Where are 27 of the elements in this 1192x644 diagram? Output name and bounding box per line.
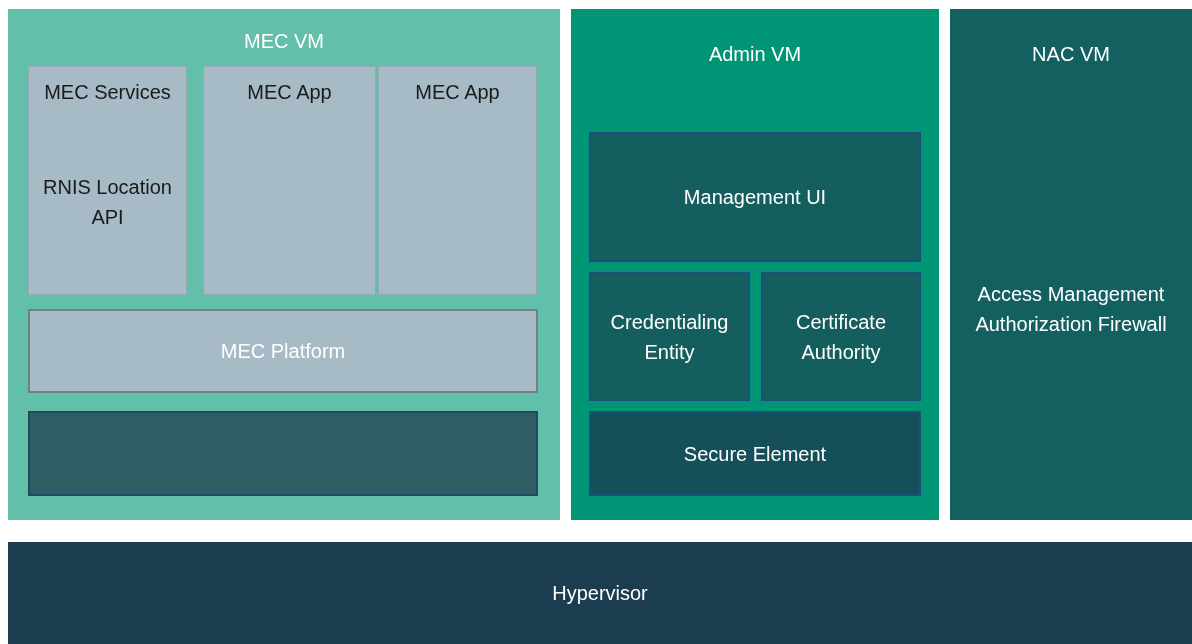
box-label: Credentialing Entity xyxy=(609,309,730,365)
platform-bar xyxy=(28,309,538,393)
component-box xyxy=(378,66,537,295)
box-label: RNIS Location API xyxy=(42,175,173,230)
box-heading: NAC VM xyxy=(1031,42,1111,67)
component-box xyxy=(589,272,750,401)
component-box xyxy=(761,272,921,401)
vm-panel xyxy=(571,9,939,520)
container-layer-bar xyxy=(28,411,538,496)
box-label: MEC App xyxy=(246,80,333,105)
box-label: Hypervisor xyxy=(551,581,649,606)
vm-panel xyxy=(8,9,560,520)
box-heading: Admin VM xyxy=(707,42,803,67)
box-label: Access Management Authorization Firewall xyxy=(974,282,1168,337)
box-label: MEC App xyxy=(414,80,501,105)
component-box xyxy=(589,132,921,262)
hypervisor-bar xyxy=(8,542,1192,644)
box-label: Certificate Authority xyxy=(795,309,887,365)
box-label: MEC Platform xyxy=(219,339,347,364)
box-heading: MEC VM xyxy=(243,29,325,54)
component-box xyxy=(589,411,921,496)
box-label: Secure Element xyxy=(682,441,828,467)
component-box xyxy=(28,66,187,295)
component-box xyxy=(203,66,376,295)
vm-panel xyxy=(950,9,1192,520)
box-label: Management UI xyxy=(682,185,828,210)
box-heading: MEC Services xyxy=(43,80,172,105)
